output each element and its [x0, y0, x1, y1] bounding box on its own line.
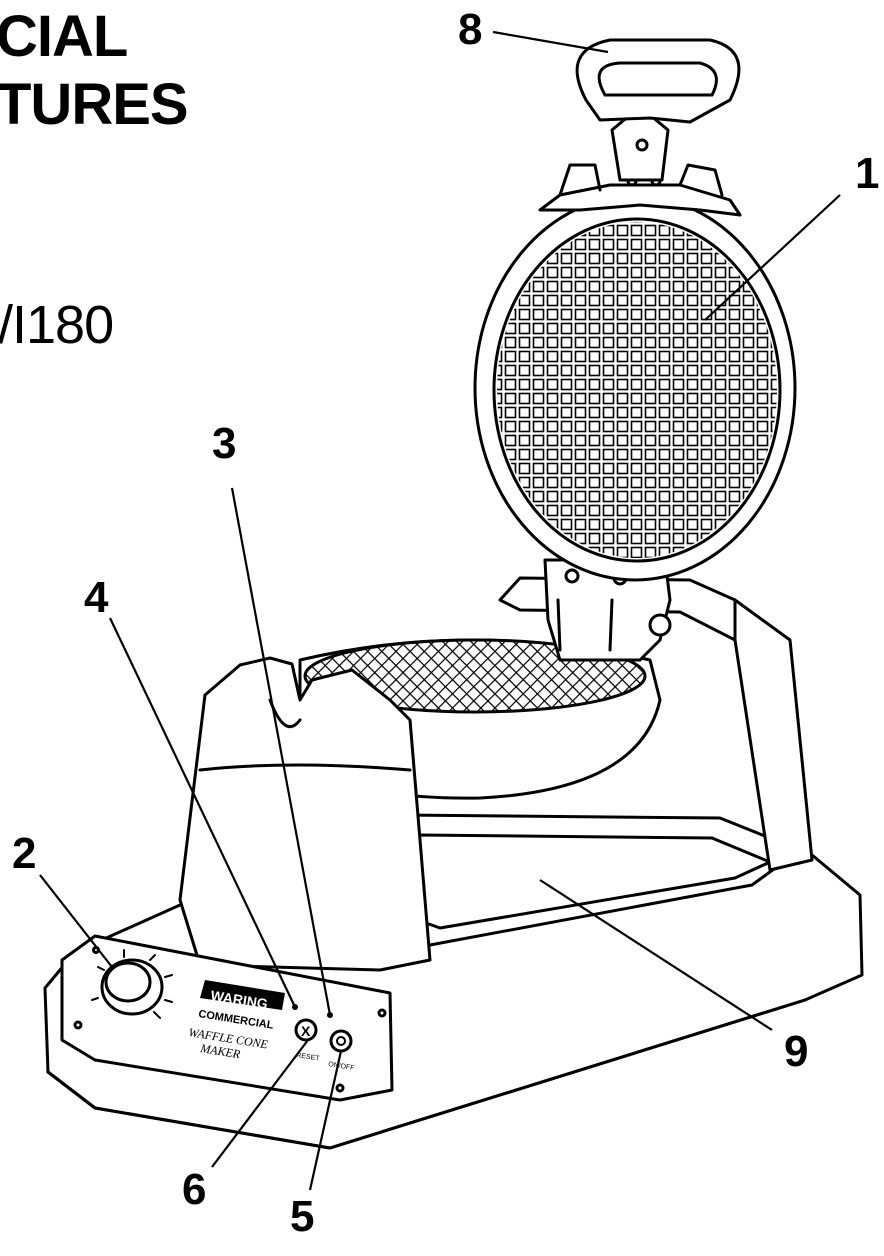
- leader-9: [539, 879, 773, 1031]
- left-support: [178, 656, 432, 972]
- upper-lid-grid: [497, 222, 777, 558]
- product-line-2: MAKER: [199, 1041, 242, 1061]
- heading-line-2: TURES: [0, 72, 189, 137]
- callout-6: 6: [182, 1165, 207, 1214]
- model-number: /I180: [0, 295, 114, 355]
- leader-5: [308, 1050, 343, 1191]
- callout-1: 1: [855, 149, 880, 198]
- leader-6: [211, 1039, 309, 1168]
- power-label: ON/OFF: [328, 1061, 355, 1072]
- callout-8: 8: [458, 5, 483, 54]
- callout-4: 4: [84, 573, 109, 622]
- leader-3: [230, 487, 332, 1016]
- reset-button[interactable]: X RESET: [294, 1018, 321, 1063]
- callout-9: 9: [784, 1027, 809, 1076]
- reset-symbol: X: [301, 1023, 311, 1039]
- callout-2: 2: [12, 829, 37, 878]
- leader-4: [109, 617, 296, 1008]
- leader-1: [704, 194, 841, 321]
- callout-3: 3: [212, 419, 237, 468]
- leader-2: [39, 874, 113, 968]
- heading-line-1: CIAL: [0, 4, 128, 69]
- leader-8: [492, 30, 609, 54]
- reset-label: RESET: [296, 1052, 321, 1063]
- callout-5: 5: [290, 1192, 315, 1241]
- base-front-edge: [46, 998, 807, 1150]
